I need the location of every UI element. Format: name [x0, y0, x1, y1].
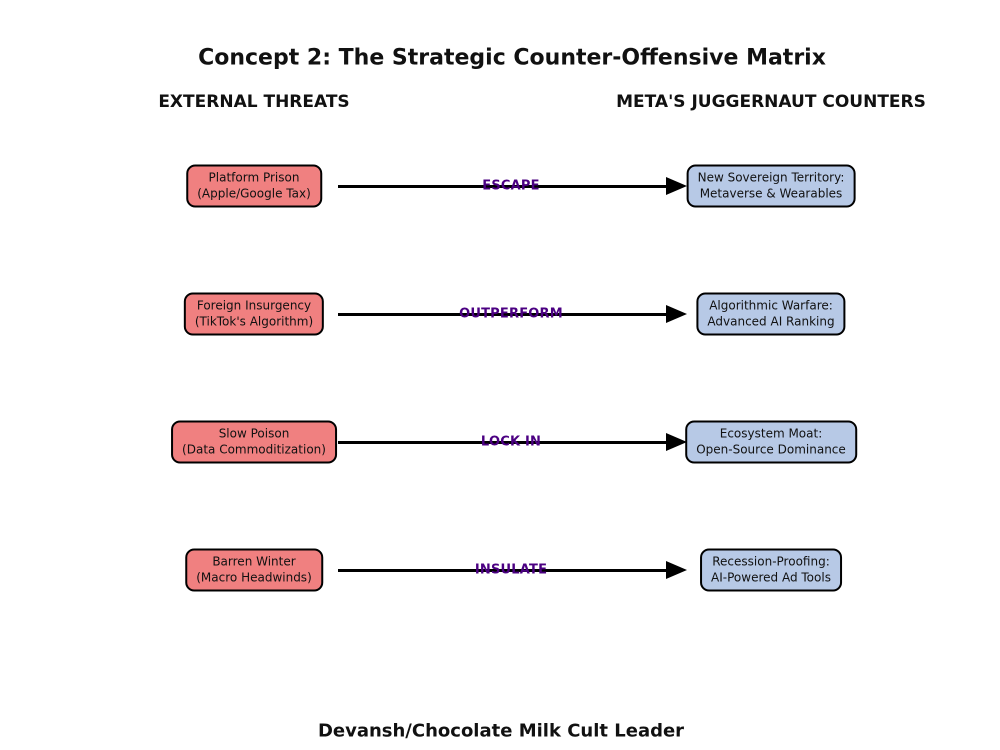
threat-box-line2: (TikTok's Algorithm): [194, 314, 314, 328]
arrow-line: [338, 184, 668, 188]
counter-box-line2: Metaverse & Wearables: [699, 186, 843, 200]
counter-box-line2: Advanced AI Ranking: [707, 314, 835, 328]
arrowhead-icon: [666, 305, 687, 323]
threat-box-line1: Foreign Insurgency: [196, 298, 312, 313]
threat-box: Barren Winter (Macro Headwinds): [185, 548, 323, 592]
action-label: ESCAPE: [482, 178, 540, 194]
counter-box-line1: New Sovereign Territory:: [697, 170, 845, 185]
counter-box-line2: Open-Source Dominance: [696, 442, 846, 456]
threat-box-line2: (Macro Headwinds): [196, 570, 312, 584]
arrowhead-icon: [666, 177, 687, 195]
left-column-header: EXTERNAL THREATS: [158, 92, 350, 112]
counter-box: New Sovereign Territory: Metaverse & Wea…: [686, 164, 856, 208]
counter-box-line2: AI-Powered Ad Tools: [711, 570, 831, 584]
arrow-line: [338, 312, 668, 316]
counter-box: Recession-Proofing: AI-Powered Ad Tools: [700, 548, 842, 592]
action-label: INSULATE: [474, 562, 548, 578]
action-label: LOCK IN: [480, 434, 542, 450]
arrowhead-icon: [666, 433, 687, 451]
threat-box-line1: Platform Prison: [208, 170, 300, 185]
arrow-line: [338, 568, 668, 572]
action-label: OUTPERFORM: [459, 306, 563, 322]
threat-box: Slow Poison (Data Commoditization): [171, 420, 337, 464]
diagram-title: Concept 2: The Strategic Counter-Offensi…: [198, 45, 826, 71]
counter-box-line1: Recession-Proofing:: [712, 554, 830, 569]
counter-box: Ecosystem Moat: Open-Source Dominance: [685, 420, 857, 464]
threat-box-line2: (Apple/Google Tax): [197, 186, 311, 200]
counter-box: Algorithmic Warfare: Advanced AI Ranking: [696, 292, 846, 336]
threat-box-line1: Slow Poison: [218, 426, 290, 441]
threat-box-line1: Barren Winter: [212, 554, 296, 569]
threat-box-line2: (Data Commoditization): [182, 442, 326, 456]
threat-box: Foreign Insurgency (TikTok's Algorithm): [183, 292, 325, 336]
counter-box-line1: Algorithmic Warfare:: [709, 298, 833, 313]
right-column-header: META'S JUGGERNAUT COUNTERS: [616, 92, 926, 112]
counter-box-line1: Ecosystem Moat:: [719, 426, 823, 441]
arrow-line: [338, 440, 668, 444]
footer-credit: Devansh/Chocolate Milk Cult Leader: [317, 720, 685, 742]
arrowhead-icon: [666, 561, 687, 579]
threat-box: Platform Prison (Apple/Google Tax): [186, 164, 322, 208]
